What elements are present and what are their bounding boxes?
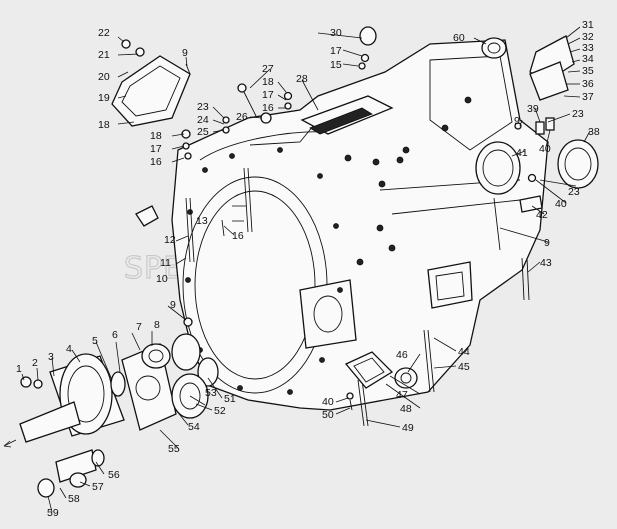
callout-14: 16 <box>232 230 244 242</box>
callout-38: 38 <box>588 126 600 138</box>
callout-50: 50 <box>322 409 334 421</box>
callout-5: 5 <box>92 335 98 347</box>
callout-19: 18 <box>98 119 110 131</box>
callout-12: 12 <box>164 234 176 246</box>
callout-31: 31 <box>582 19 594 31</box>
callout-33: 33 <box>582 42 594 54</box>
callout-47: 47 <box>396 389 408 401</box>
callout-58: 58 <box>68 493 80 505</box>
callout-40-right: 40 <box>539 143 551 155</box>
callout-25: 24 <box>197 114 209 126</box>
callout-21: 20 <box>98 71 110 83</box>
callout-36: 36 <box>582 78 594 90</box>
callout-numbers: 30 17 15 60 31 32 33 34 35 36 37 23 38 3… <box>16 19 600 519</box>
studs <box>135 167 530 427</box>
callout-11: 11 <box>160 257 171 269</box>
callout-18-mid: 18 <box>262 76 274 88</box>
callout-23-right: 23 <box>572 108 584 120</box>
callout-55: 55 <box>168 443 180 455</box>
callout-41: 41 <box>516 147 528 159</box>
callout-20: 19 <box>98 92 110 104</box>
callout-17-top: 17 <box>330 45 342 57</box>
callout-35: 35 <box>582 65 594 77</box>
callout-39: 39 <box>527 103 539 115</box>
callout-56: 56 <box>108 469 120 481</box>
callout-2: 2 <box>32 357 38 369</box>
callout-43: 43 <box>540 257 552 269</box>
callout-53: 53 <box>205 387 217 399</box>
callout-1: 1 <box>16 363 22 375</box>
callout-17-left: 17 <box>150 143 162 155</box>
hardware-top <box>181 26 377 160</box>
callout-44: 44 <box>458 346 470 358</box>
callout-40-right-lower: 40 <box>555 198 567 210</box>
callout-9-top: 9 <box>182 47 188 59</box>
callout-45: 45 <box>458 361 470 373</box>
callout-34: 34 <box>582 53 594 65</box>
callout-26: 25 <box>197 126 209 138</box>
callout-18-left: 18 <box>150 130 162 142</box>
callout-16-left: 16 <box>150 156 162 168</box>
callout-17-mid: 17 <box>262 89 274 101</box>
callout-42: 42 <box>536 209 548 221</box>
callout-32: 32 <box>582 31 594 43</box>
callout-13: 13 <box>196 215 208 227</box>
callout-24: 23 <box>197 101 209 113</box>
callout-60: 60 <box>453 32 465 44</box>
callout-23-lower: 23 <box>568 186 580 198</box>
callout-16-mid: 16 <box>262 102 274 114</box>
cover-plate-left <box>111 39 191 127</box>
callout-4: 4 <box>66 343 72 355</box>
callout-28: 27 <box>262 63 274 75</box>
callout-10: 10 <box>156 273 168 285</box>
callout-30: 30 <box>330 27 342 39</box>
lower-cover-parts <box>344 351 418 411</box>
callout-9-left: 9 <box>170 299 176 311</box>
callout-6: 6 <box>112 329 118 341</box>
callout-9-mid: 9 <box>544 237 550 249</box>
callout-59: 59 <box>47 507 59 519</box>
callout-9-right: 9 <box>514 115 520 127</box>
callout-40-bottom: 40 <box>322 396 334 408</box>
callout-23-left: 22 <box>98 27 110 39</box>
callout-8: 8 <box>154 319 160 331</box>
callout-49: 49 <box>402 422 414 434</box>
callout-3: 3 <box>48 351 54 363</box>
callout-52: 52 <box>214 405 226 417</box>
callout-54: 54 <box>188 421 200 433</box>
callout-16-top: 15 <box>330 59 342 71</box>
callout-29: 28 <box>296 73 308 85</box>
callout-27: 26 <box>236 111 248 123</box>
callout-37: 37 <box>582 91 594 103</box>
gearbox-housing <box>171 39 549 411</box>
input-shaft-assembly <box>3 317 219 498</box>
callout-57: 57 <box>92 481 104 493</box>
callout-7: 7 <box>136 321 142 333</box>
callout-22: 21 <box>98 49 110 61</box>
callout-46: 46 <box>396 349 408 361</box>
callout-48: 48 <box>400 403 412 415</box>
cover-plate-right <box>481 35 575 101</box>
leader-lines <box>21 26 591 513</box>
callout-51: 51 <box>224 393 236 405</box>
